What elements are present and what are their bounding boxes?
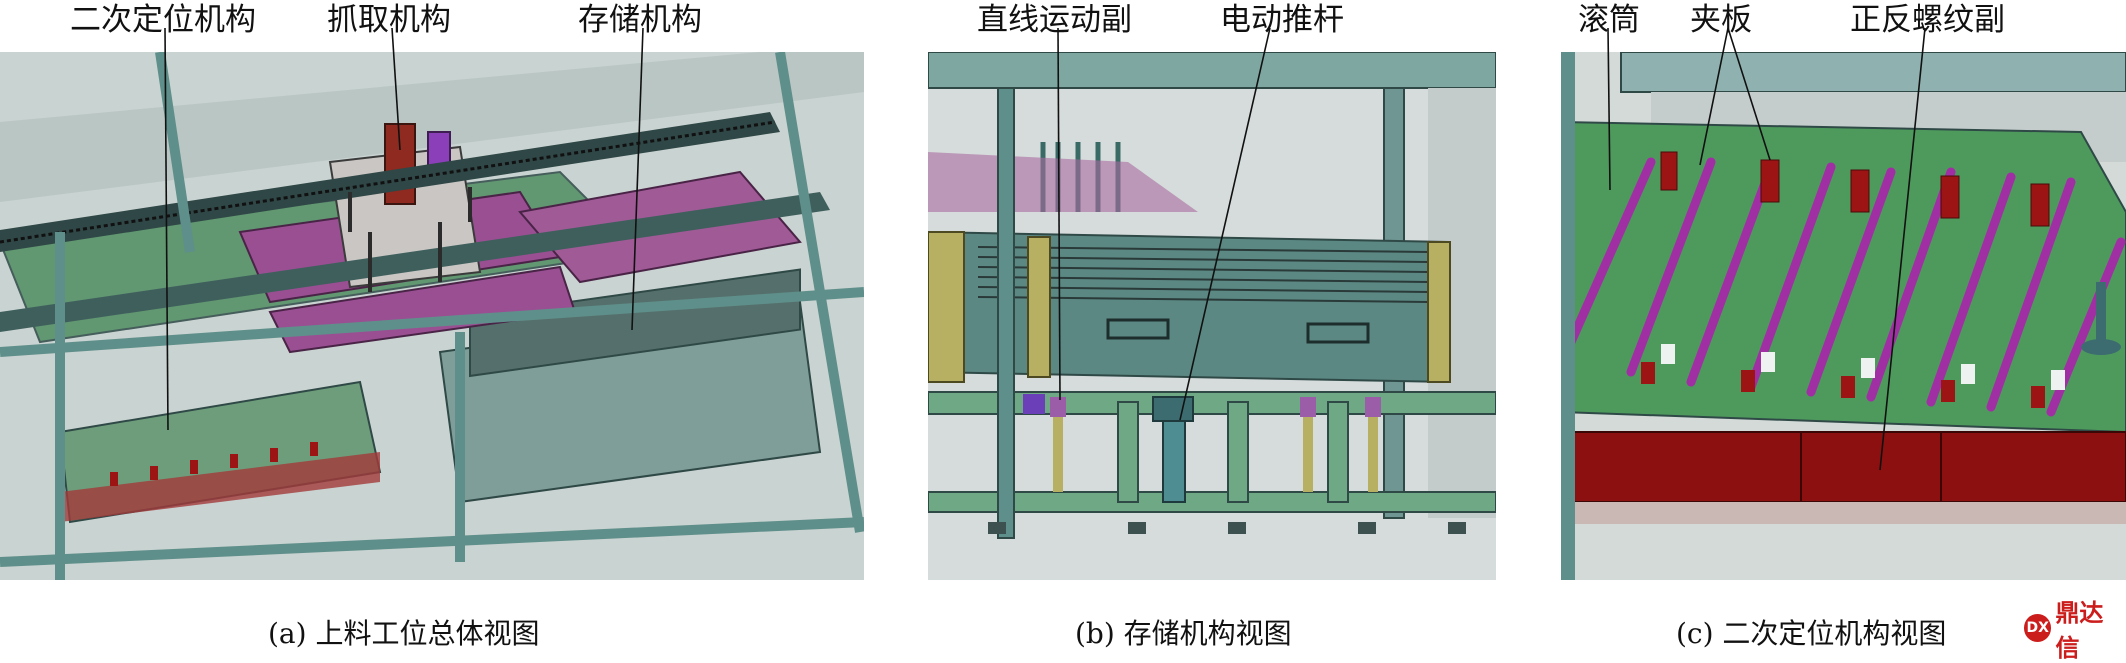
watermark-icon: DX: [2024, 614, 2052, 642]
panel-c-secondary-positioning: [1561, 52, 2126, 580]
caption-panel-c: (c) 二次定位机构视图: [1676, 617, 1947, 650]
label-electric-push-rod: 电动推杆: [1220, 2, 1344, 38]
panel-b-storage-mechanism: [928, 52, 1496, 580]
watermark-text: 鼎达信: [2055, 599, 2104, 662]
label-gripping-mechanism: 抓取机构: [327, 2, 451, 38]
storage-mechanism-drawing: [928, 52, 1496, 580]
caption-panel-b: (b) 存储机构视图: [1075, 617, 1292, 650]
label-secondary-positioning: 二次定位机构: [70, 2, 256, 38]
label-clamp-plate: 夹板: [1690, 2, 1752, 38]
label-roller: 滚筒: [1578, 2, 1640, 38]
panel-a-loading-station: [0, 52, 864, 580]
secondary-positioning-drawing: [1561, 52, 2126, 580]
caption-panel-a: (a) 上料工位总体视图: [268, 617, 540, 650]
label-linear-motion-pair: 直线运动副: [977, 2, 1132, 38]
watermark-logo: DX 鼎达信: [2024, 599, 2126, 662]
loading-station-drawing: [0, 52, 864, 580]
label-storage-mechanism: 存储机构: [578, 2, 702, 38]
label-screw-pair: 正反螺纹副: [1850, 2, 2005, 38]
